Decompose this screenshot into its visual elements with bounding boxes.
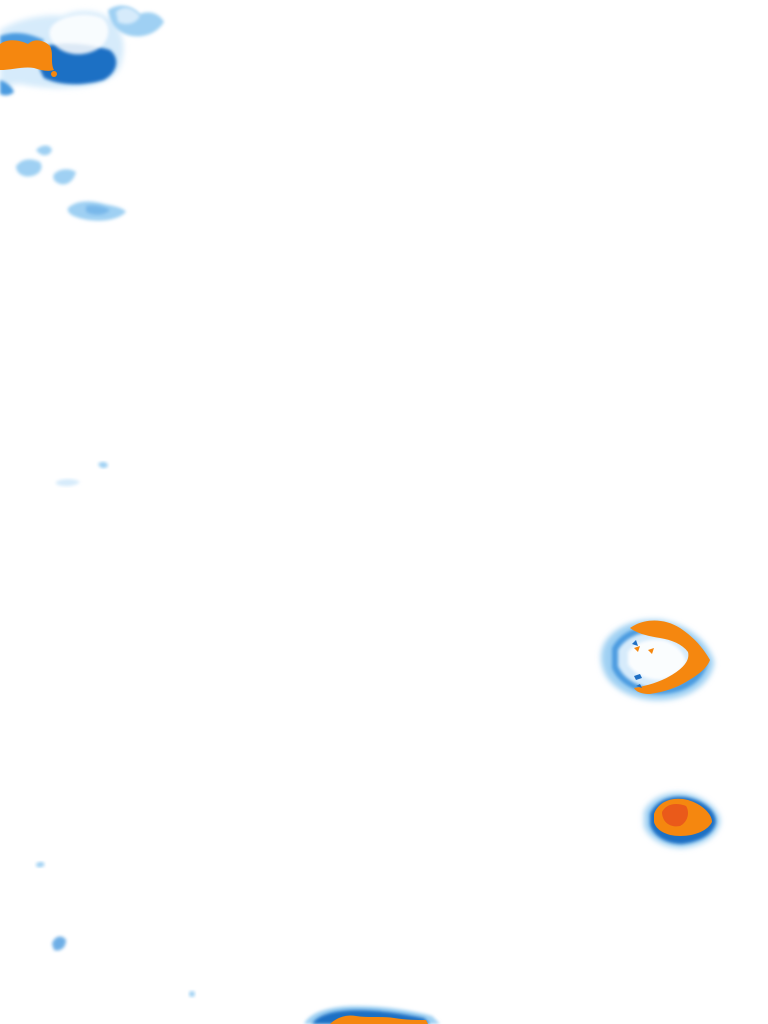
cell-east-core	[644, 792, 720, 848]
cell-west-small	[56, 461, 108, 487]
cell-southwest-dots	[36, 861, 195, 997]
cell-northwest	[0, 5, 164, 96]
cell-west-scattered	[16, 145, 126, 221]
cell-south-edge	[304, 1006, 440, 1024]
cell-east-ring	[601, 619, 714, 701]
